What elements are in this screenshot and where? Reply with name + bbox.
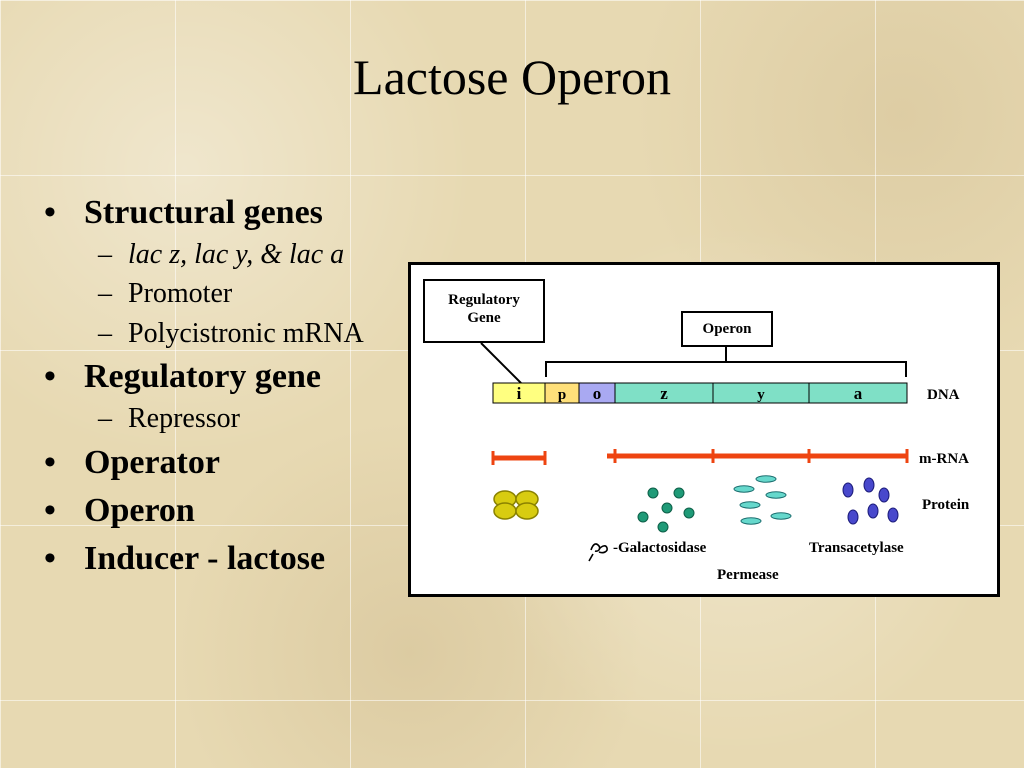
- regulatory-sublist: – Repressor: [44, 403, 404, 435]
- permease-molecule: [765, 491, 787, 499]
- bullet-operon: • Operon: [44, 491, 195, 529]
- galactosidase-label: -Galactosidase: [613, 540, 707, 556]
- bullet-text: Inducer - lactose: [84, 539, 326, 577]
- structural-sublist: – lac z, lac y, & lac a – Promoter – Pol…: [44, 239, 404, 349]
- repressor-subunit: [515, 502, 539, 520]
- gene-letter-a: a: [854, 384, 863, 403]
- transacetylase-molecule: [867, 503, 879, 519]
- bullet-inducer: • Inducer - lactose: [44, 539, 326, 577]
- operon-label: Operon: [702, 321, 752, 337]
- sub-bullet-polycistronic: – Polycistronic mRNA: [98, 317, 364, 349]
- mrna-transcripts: [491, 449, 909, 465]
- transacetylase-molecule: [847, 509, 859, 525]
- operon-diagram: i p o z y a: [408, 262, 1000, 597]
- operon-bracket: [545, 361, 907, 377]
- gene-segment-a: [808, 382, 908, 404]
- galactosidase-molecule: [657, 521, 669, 533]
- bullet-text: Regulatory gene: [84, 358, 322, 396]
- operon-diagram-svg: i p o z y a: [480, 342, 909, 562]
- gene-letter-y: y: [757, 387, 765, 403]
- bullet-text: Structural genes: [84, 194, 323, 231]
- bullet-text: Operator: [84, 443, 220, 481]
- mrna-row-label: m-RNA: [919, 451, 969, 467]
- galactosidase-molecule: [647, 487, 659, 499]
- transacetylase-molecule: [863, 477, 875, 493]
- bullet-text: Operon: [84, 491, 195, 529]
- galactosidase-molecule: [683, 507, 695, 519]
- page-title: Lactose Operon: [353, 49, 671, 105]
- sub-bullet-repressor: – Repressor: [98, 403, 240, 435]
- galactosidase-protein: [637, 487, 695, 533]
- dna-row-label: DNA: [927, 387, 960, 403]
- transacetylase-molecule: [878, 487, 890, 503]
- repressor-subunit: [493, 502, 517, 520]
- bullet-structural-genes: • Structural genes: [44, 196, 404, 230]
- regulatory-gene-pointer: [480, 342, 522, 384]
- operon-label-box: Operon: [681, 311, 773, 347]
- beta-icon: [588, 543, 608, 562]
- gene-letter-o: o: [593, 384, 602, 403]
- permease-molecule: [740, 517, 762, 525]
- permease-molecule: [733, 485, 755, 493]
- sub-bullet-lac-genes: – lac z, lac y, & lac a: [98, 239, 345, 270]
- repressor-protein: [493, 490, 539, 520]
- permease-molecule: [770, 512, 792, 520]
- gene-letter-i: i: [517, 384, 522, 403]
- gene-letter-p: p: [558, 387, 566, 403]
- galactosidase-molecule: [673, 487, 685, 499]
- transacetylase-molecule: [887, 507, 899, 523]
- transacetylase-molecule: [842, 482, 854, 498]
- bullet-regulatory-gene: • Regulatory gene: [44, 358, 322, 396]
- sub-bullet-text: Polycistronic mRNA: [128, 317, 364, 349]
- regulatory-gene-label-box: Regulatory Gene: [423, 279, 545, 343]
- gene-letter-z: z: [660, 384, 668, 403]
- permease-protein: [733, 475, 792, 525]
- galactosidase-molecule: [661, 502, 673, 514]
- sub-bullet-text: lac z, lac y, & lac a: [128, 239, 345, 270]
- sub-bullet-text: Promoter: [128, 278, 233, 310]
- sub-bullet-text: Repressor: [128, 403, 240, 435]
- bullet-dot: •: [44, 194, 56, 231]
- sub-bullet-promoter: – Promoter: [98, 278, 233, 310]
- bullet-list: • Structural genes – lac z, lac y, & lac…: [44, 196, 404, 590]
- transacetylase-protein: [842, 477, 899, 525]
- permease-molecule: [739, 501, 761, 509]
- dna-strand: i p o z y a: [492, 382, 908, 404]
- galactosidase-molecule: [637, 511, 649, 523]
- permease-molecule: [755, 475, 777, 483]
- bullet-operator: • Operator: [44, 443, 220, 481]
- transacetylase-label: Transacetylase: [809, 540, 904, 556]
- permease-label: Permease: [717, 567, 779, 583]
- protein-row-label: Protein: [922, 497, 970, 513]
- regulatory-gene-label: Regulatory Gene: [448, 292, 520, 326]
